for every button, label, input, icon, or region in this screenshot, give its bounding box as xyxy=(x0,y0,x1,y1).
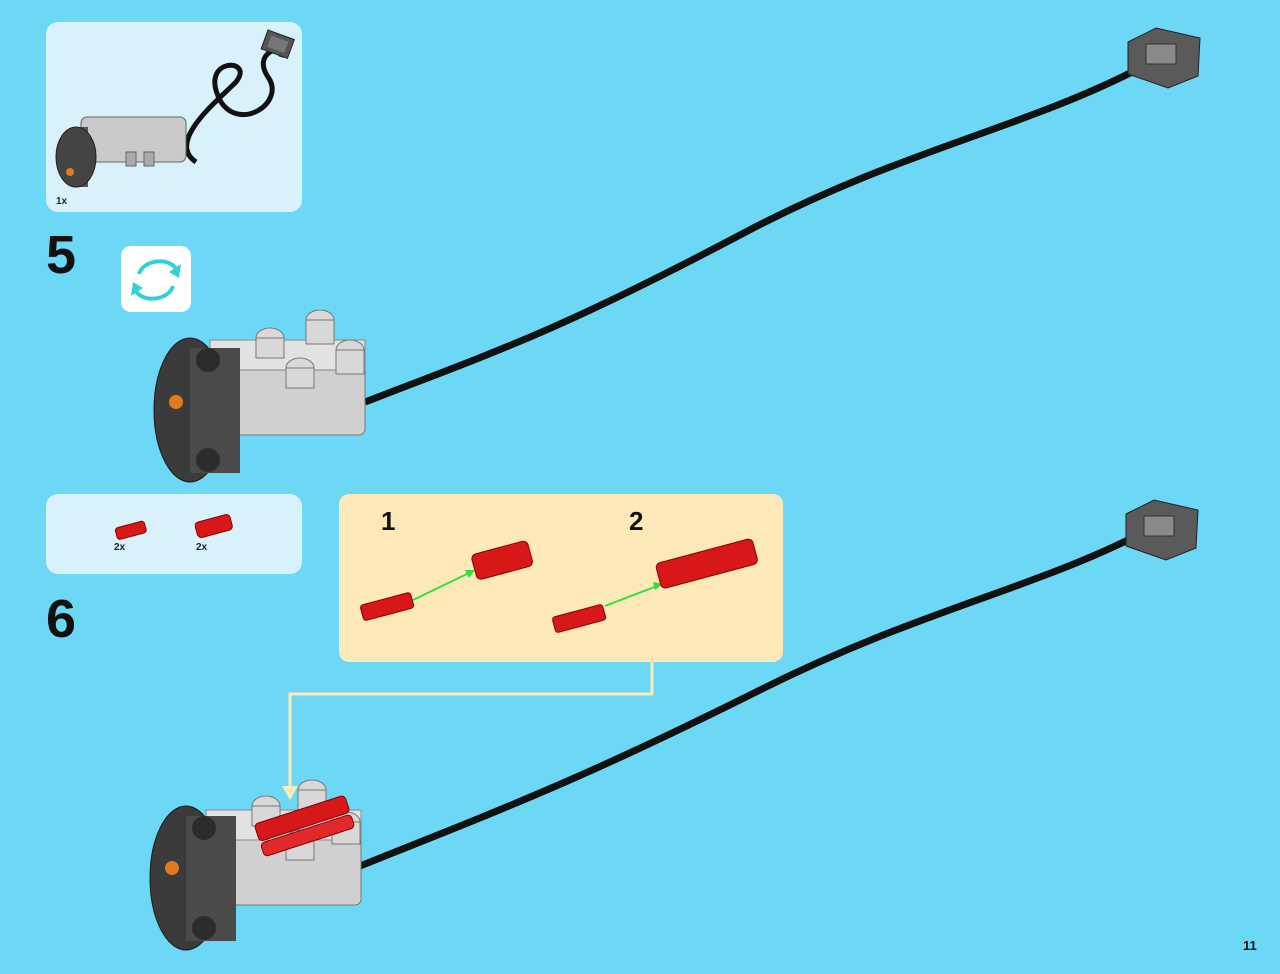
substep-number: 2 xyxy=(629,506,644,536)
substep-panel: 1 2 xyxy=(339,494,783,662)
red-axle-connector-icon xyxy=(194,514,233,539)
substep-illustrations xyxy=(360,538,758,633)
rotate-model-icon xyxy=(131,259,181,301)
step-number: 6 xyxy=(46,589,77,649)
step5-assembly xyxy=(153,27,1201,483)
motor-with-cable-icon xyxy=(55,29,295,188)
step6-parts-box: 2x 2x xyxy=(46,494,302,574)
short-red-axle-connector-icon xyxy=(114,520,147,540)
step-number: 5 xyxy=(46,225,77,285)
substep-number: 1 xyxy=(381,506,396,536)
part-quantity: 1x xyxy=(56,196,68,207)
rotate-badge xyxy=(121,246,191,312)
page-number: 11 xyxy=(1243,938,1257,953)
part-quantity: 2x xyxy=(196,542,208,553)
part-quantity: 2x xyxy=(114,542,126,553)
step5-parts-box: 1x xyxy=(46,22,302,212)
